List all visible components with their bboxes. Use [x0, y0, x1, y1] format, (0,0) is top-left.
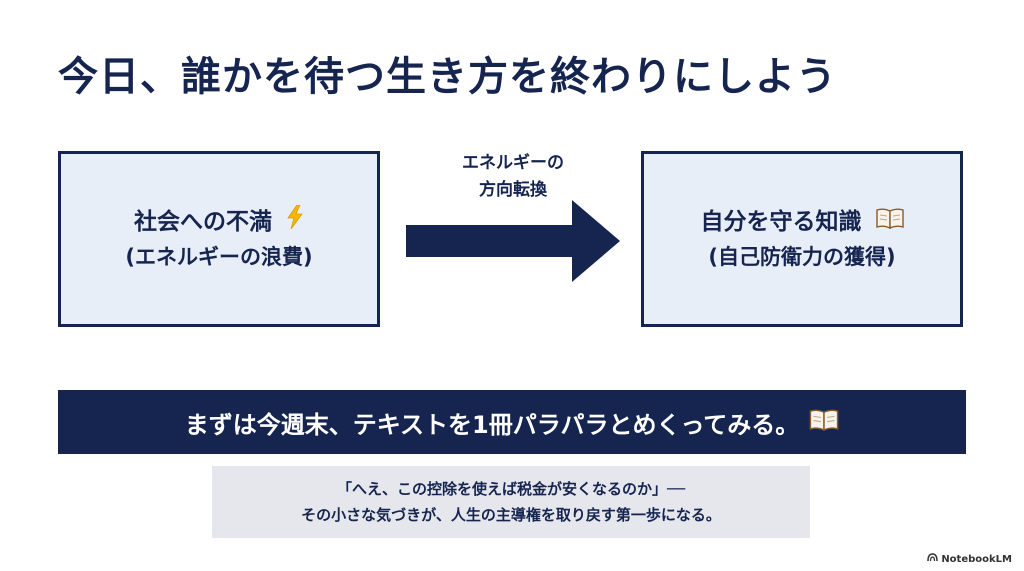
right-box-main-text: 自分を守る知識 [700, 208, 862, 235]
arrow-label: エネルギーの 方向転換 [428, 150, 598, 204]
right-arrow-icon [406, 200, 620, 282]
right-box-sub-text: (自己防衛力の獲得) [708, 245, 896, 270]
notebooklm-logo-icon [927, 553, 939, 565]
right-box-main-line: 自分を守る知識 [700, 204, 904, 241]
right-concept-box: 自分を守る知識 (自己防衛力の獲得) [641, 151, 963, 327]
action-banner: まずは今週末、テキストを1冊パラパラとめくってみる。 [58, 390, 966, 454]
quote-line1: 「へえ、この控除を使えば税金が安くなるのか」── [336, 480, 686, 498]
watermark-text: NotebookLM [941, 553, 1012, 565]
left-box-main-text: 社会への不満 [133, 208, 272, 235]
left-box-sub-text: (エネルギーの浪費) [125, 245, 313, 270]
open-book-icon [809, 408, 839, 437]
open-book-icon [875, 204, 904, 240]
notebooklm-watermark: NotebookLM [927, 553, 1012, 565]
lightning-icon [286, 204, 304, 240]
left-box-main-line: 社会への不満 [134, 204, 304, 241]
quote-line2: その小さな気づきが、人生の主導権を取り戻す第一歩になる。 [301, 506, 721, 524]
arrow-label-line1: エネルギーの [462, 153, 564, 173]
page-title: 今日、誰かを待つ生き方を終わりにしよう [58, 54, 837, 100]
arrow-label-line2: 方向転換 [479, 180, 547, 200]
left-concept-box: 社会への不満 (エネルギーの浪費) [58, 151, 380, 327]
banner-text: まずは今週末、テキストを1冊パラパラとめくってみる。 [184, 410, 800, 439]
quote-box: 「へえ、この控除を使えば税金が安くなるのか」── その小さな気づきが、人生の主導… [212, 466, 810, 538]
